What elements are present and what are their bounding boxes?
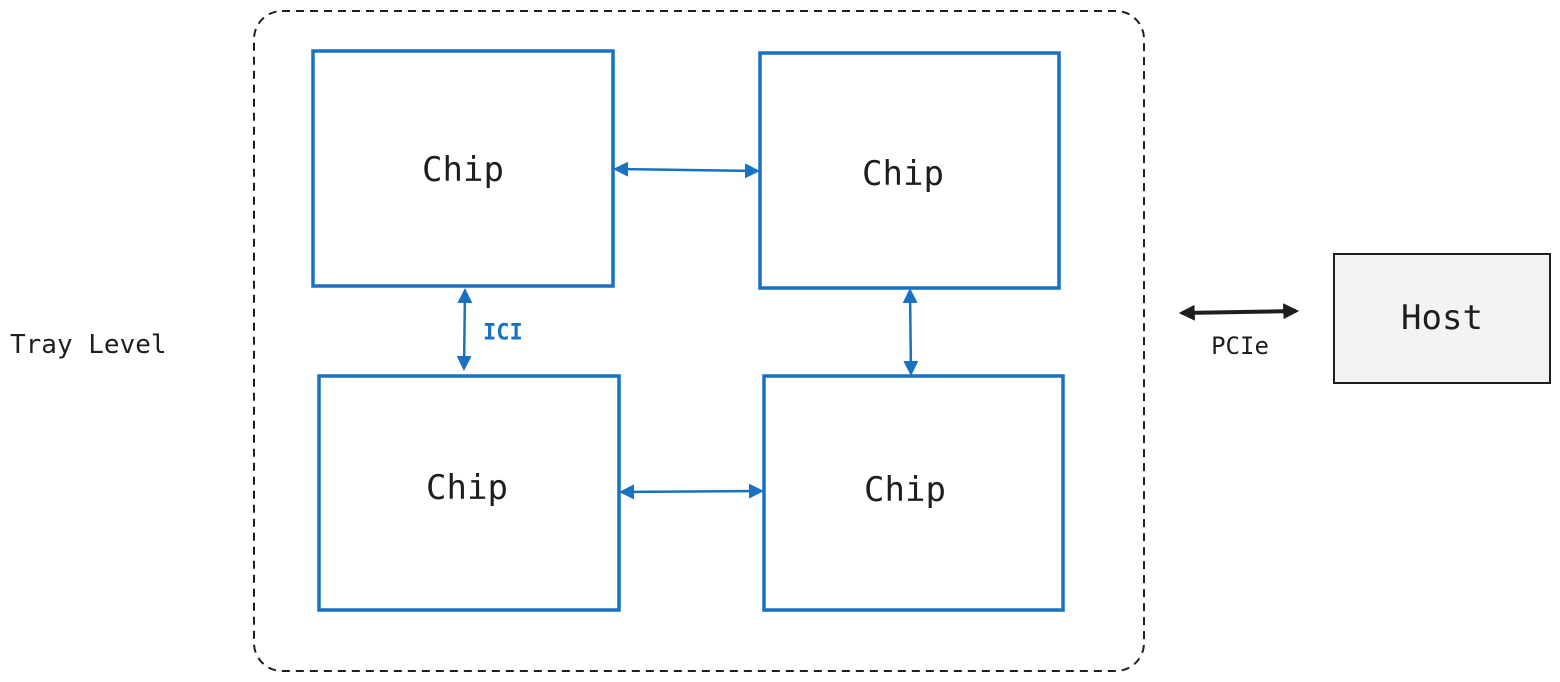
tray-level-label: Tray Level bbox=[10, 330, 167, 360]
chip-label-top-left: Chip bbox=[422, 150, 504, 190]
tray-boundary bbox=[253, 10, 1145, 672]
chip-box-bottom-right[interactable] bbox=[762, 374, 1065, 612]
pcie-link-label: PCIe bbox=[1211, 332, 1269, 360]
link-right-vertical bbox=[902, 288, 919, 376]
link-bottom-horizontal bbox=[619, 483, 764, 500]
host-box[interactable] bbox=[1333, 253, 1551, 384]
chip-label-bottom-left: Chip bbox=[426, 468, 508, 508]
chip-label-bottom-right: Chip bbox=[864, 470, 946, 510]
pcie-link bbox=[1178, 303, 1300, 321]
link-left-vertical bbox=[456, 288, 473, 371]
chip-box-top-left[interactable] bbox=[311, 49, 615, 288]
chip-box-bottom-left[interactable] bbox=[317, 374, 621, 612]
chip-box-top-right[interactable] bbox=[758, 51, 1061, 290]
link-top-horizontal bbox=[613, 161, 760, 179]
host-label: Host bbox=[1401, 298, 1483, 338]
chip-label-top-right: Chip bbox=[862, 154, 944, 194]
ici-link-label: ICI bbox=[483, 320, 523, 346]
